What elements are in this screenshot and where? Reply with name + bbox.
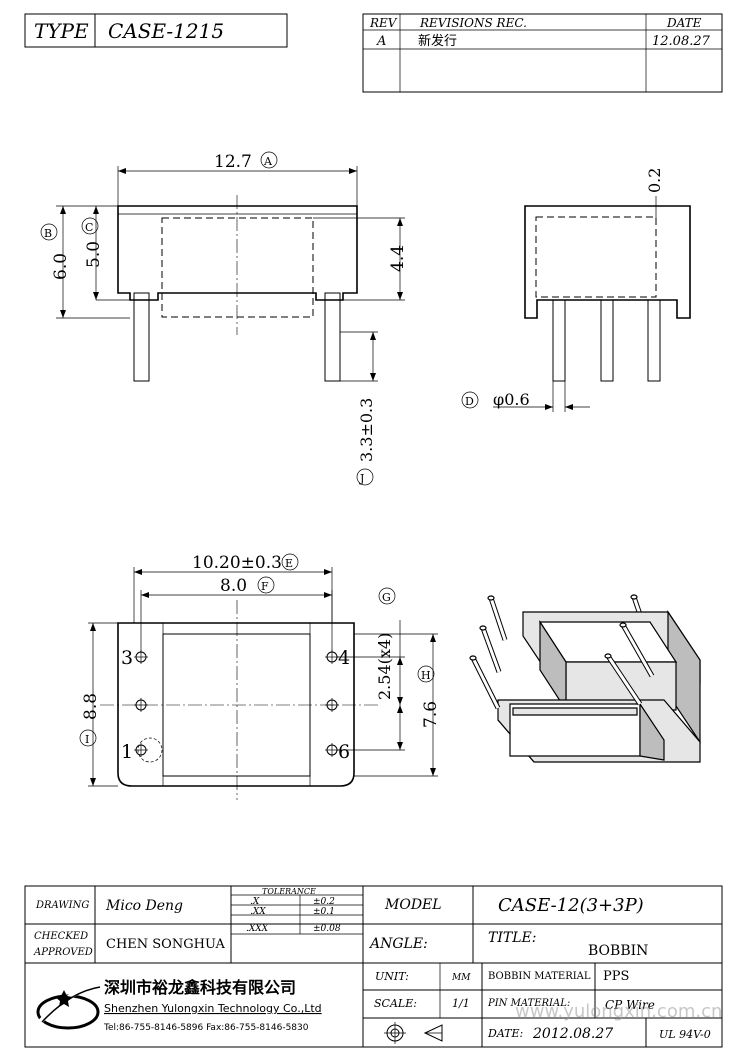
pin-label-3: 3 [121,647,133,669]
watermark: www.yulongxin.com.cn [515,1001,722,1022]
date-value: 2012.08.27 [532,1026,613,1042]
bottom-inner-width-dim: 8.0 [220,576,247,596]
pin-material-value: CP Wire [605,998,655,1012]
side-top-gap-dim: 0.2 [645,168,664,193]
tolerance-value-1: ±0.2 [313,897,335,907]
tolerance-value-3: ±0.08 [313,924,341,934]
tolerance-key-2: .XX [250,907,266,917]
company-logo [36,982,101,1030]
model-label: MODEL [384,897,442,913]
side-view: 0.2 D φ0.6 [461,168,691,412]
scale-value: 1/1 [452,997,470,1010]
drawing-label: DRAWING [35,900,89,911]
pin-material-label: PIN MATERIAL: [487,998,570,1009]
pin-label-1: 1 [121,741,133,763]
bottom-pitch-dim: 2.54(x4) [375,633,394,700]
tolerance-value-2: ±0.1 [313,907,335,917]
bottom-depth-tag: H [421,669,431,682]
rev-label: REV [369,16,398,30]
front-view: 12.7 A 6.0 B 5.0 C 4.4 3.3±0.3 J [40,151,408,486]
front-height-body-dim: 5.0 [84,241,104,268]
checked-label: CHECKED [34,931,88,942]
angle-label: ANGLE: [368,936,428,952]
rev-value: A [376,34,386,49]
tolerance-key-3: .XXX [246,924,269,934]
rev-description: 新发行 [418,33,457,49]
side-pin-dia-dim: φ0.6 [493,390,530,409]
drawing-value: Mico Deng [105,898,183,914]
front-pin-length-tag: J [359,472,364,485]
unit-value: MM [451,973,471,983]
bobbin-material-label: BOBBIN MATERIAL [488,971,591,982]
approved-value: CHEN SONGHUA [106,937,225,952]
pin-label-6: 6 [338,741,350,763]
company-name-cn: 深圳市裕龙鑫科技有限公司 [104,978,296,997]
front-height-body-tag: C [85,221,93,234]
bottom-height-dim: 8.8 [81,693,101,720]
bottom-height-tag: I [85,733,89,746]
revision-table: REV REVISIONS REC. DATE A 新发行 12.08.27 [362,13,723,93]
title-value: BOBBIN [588,943,648,959]
title-label: TITLE: [488,930,536,946]
bottom-depth-dim: 7.6 [421,701,441,728]
model-value: CASE-12(3+3P) [498,895,644,916]
isometric-view [469,594,701,763]
tolerance-label: TOLERANCE [262,887,316,896]
revisions-label: REVISIONS REC. [419,16,527,30]
title-block: DRAWING Mico Deng CHECKED APPROVED CHEN … [24,885,723,1048]
front-height-outer-tag: B [44,227,52,240]
bottom-outer-width-dim: 10.20±0.3 [192,553,282,573]
bottom-outer-width-tag: E [285,557,293,570]
scale-label: SCALE: [374,997,417,1010]
front-width-tag: A [263,155,273,168]
approved-label: APPROVED [33,947,93,958]
type-value: CASE-1215 [108,19,224,43]
unit-label: UNIT: [375,970,409,983]
rev-date: 12.08.27 [652,34,711,49]
type-box: TYPE CASE-1215 [24,13,288,48]
front-width-dim: 12.7 [214,152,252,172]
bobbin-material-value: PPS [603,969,629,984]
ul-value: UL 94V-0 [659,1028,711,1041]
date-label: DATE [666,16,702,30]
company-name-en: Shenzhen Yulongxin Technology Co.,Ltd [104,1002,322,1015]
type-label: TYPE [34,19,89,43]
front-height-outer-dim: 6.0 [51,253,71,280]
front-inner-dim: 4.4 [388,245,408,272]
bottom-pitch-tag: G [382,591,391,604]
bottom-inner-width-tag: F [261,580,269,593]
date-label: DATE: [487,1027,523,1040]
tolerance-key-1: .X [250,897,260,907]
projection-symbol [384,1022,443,1044]
front-pin-length-dim: 3.3±0.3 [357,398,376,462]
pin-label-4: 4 [338,647,350,669]
bottom-view: 3 1 4 6 10.20±0.3 E 8.0 F G 2.54(x4) 7.6 [79,553,441,800]
side-pin-dia-tag: D [465,395,474,408]
company-tel: Tel:86-755-8146-5896 Fax:86-755-8146-583… [103,1023,309,1033]
